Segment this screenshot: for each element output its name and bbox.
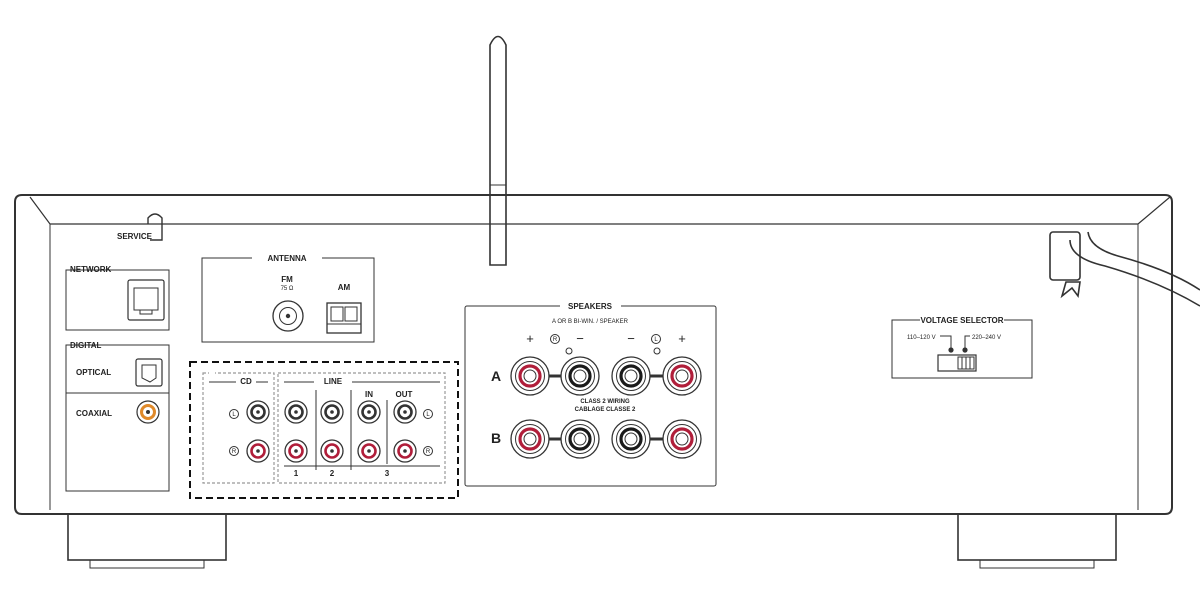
cd-left-channel-marker: L bbox=[229, 409, 239, 419]
speaker-a-right-positive-terminal[interactable] bbox=[510, 356, 550, 396]
right-foot bbox=[957, 513, 1117, 569]
am-antenna-terminal[interactable] bbox=[326, 302, 362, 334]
voltage-110-label: 110–120 V bbox=[907, 335, 936, 341]
antenna-label: ANTENNA bbox=[267, 254, 306, 263]
cd-right-jack[interactable] bbox=[246, 439, 270, 463]
speaker-left-channel-marker: L bbox=[651, 334, 661, 344]
optical-port[interactable] bbox=[135, 358, 163, 387]
line1-left-jack[interactable] bbox=[284, 400, 308, 424]
fm-label: FM bbox=[281, 275, 293, 284]
minus-sign-right: − bbox=[576, 331, 584, 346]
optical-label: OPTICAL bbox=[76, 368, 111, 377]
service-label: SERVICE bbox=[117, 232, 153, 241]
svg-text:R: R bbox=[553, 337, 558, 343]
speakers-label: SPEAKERS bbox=[568, 302, 613, 311]
analog-inputs-section: CD LINE IN OUT 1 2 3 L R L R bbox=[189, 361, 459, 499]
line2-right-jack[interactable] bbox=[320, 439, 344, 463]
line-3-label: 3 bbox=[385, 469, 390, 478]
svg-text:R: R bbox=[232, 449, 237, 455]
ethernet-port[interactable] bbox=[127, 279, 165, 321]
am-label: AM bbox=[338, 283, 351, 292]
voltage-selector-section: VOLTAGE SELECTOR 110–120 V 220–240 V bbox=[891, 315, 1033, 379]
line-label: LINE bbox=[324, 377, 343, 386]
network-section: NETWORK bbox=[65, 265, 170, 331]
line3-out-right-jack[interactable] bbox=[393, 439, 417, 463]
cd-left-jack[interactable] bbox=[246, 400, 270, 424]
svg-text:L: L bbox=[426, 412, 430, 418]
speaker-b-right-negative-terminal[interactable] bbox=[560, 419, 600, 459]
line-in-label: IN bbox=[365, 390, 373, 399]
antenna-section: ANTENNA FM 75 Ω AM bbox=[201, 253, 375, 343]
line2-left-jack[interactable] bbox=[320, 400, 344, 424]
svg-text:L: L bbox=[232, 412, 236, 418]
power-cord bbox=[1049, 231, 1200, 307]
line-1-label: 1 bbox=[294, 469, 299, 478]
minus-sign-left: − bbox=[627, 331, 635, 346]
bridge-indicator-left bbox=[653, 347, 661, 355]
speaker-right-channel-marker: R bbox=[550, 334, 560, 344]
svg-text:L: L bbox=[654, 337, 658, 343]
coaxial-label: COAXIAL bbox=[76, 409, 112, 418]
line3-out-left-jack[interactable] bbox=[393, 400, 417, 424]
plus-sign-right: + bbox=[526, 331, 534, 346]
speakers-bi-wire-label: A OR B BI-WIN. / SPEAKER bbox=[552, 319, 629, 325]
fm-antenna-jack[interactable] bbox=[272, 300, 304, 332]
speaker-a-label: A bbox=[491, 368, 501, 384]
voltage-selector-switch[interactable] bbox=[937, 354, 977, 372]
bridge-indicator-right bbox=[565, 347, 573, 355]
line3-in-right-jack[interactable] bbox=[357, 439, 381, 463]
left-foot bbox=[67, 513, 227, 569]
speaker-a-right-negative-terminal[interactable] bbox=[560, 356, 600, 396]
coaxial-port[interactable] bbox=[136, 400, 160, 424]
line-left-channel-marker: L bbox=[423, 409, 433, 419]
speaker-b-left-negative-terminal[interactable] bbox=[611, 419, 651, 459]
voltage-220-label: 220–240 V bbox=[972, 335, 1001, 341]
service-port[interactable]: SERVICE bbox=[117, 213, 163, 241]
line-out-label: OUT bbox=[396, 390, 413, 399]
chassis-outline bbox=[14, 194, 1173, 515]
line-right-channel-marker: R bbox=[423, 446, 433, 456]
fm-impedance-label: 75 Ω bbox=[281, 286, 294, 292]
speakers-section: SPEAKERS A OR B BI-WIN. / SPEAKER + − − … bbox=[464, 301, 717, 487]
cd-right-channel-marker: R bbox=[229, 446, 239, 456]
voltage-selector-label: VOLTAGE SELECTOR bbox=[920, 316, 1003, 325]
line-2-label: 2 bbox=[330, 469, 335, 478]
digital-section: DIGITAL OPTICAL COAXIAL bbox=[65, 341, 170, 492]
line1-right-jack[interactable] bbox=[284, 439, 308, 463]
class2-cablage-label: CABLAGE CLASSE 2 bbox=[575, 407, 636, 413]
class2-wiring-label: CLASS 2 WIRING bbox=[580, 399, 630, 405]
svg-text:R: R bbox=[426, 449, 431, 455]
speaker-b-left-positive-terminal[interactable] bbox=[662, 419, 702, 459]
wireless-antenna bbox=[489, 35, 507, 266]
plus-sign-left: + bbox=[678, 331, 686, 346]
speaker-b-right-positive-terminal[interactable] bbox=[510, 419, 550, 459]
line3-in-left-jack[interactable] bbox=[357, 400, 381, 424]
speaker-a-left-negative-terminal[interactable] bbox=[611, 356, 651, 396]
digital-label: DIGITAL bbox=[70, 341, 102, 350]
network-label: NETWORK bbox=[70, 265, 112, 274]
cd-label: CD bbox=[240, 377, 252, 386]
speaker-a-left-positive-terminal[interactable] bbox=[662, 356, 702, 396]
speaker-b-label: B bbox=[491, 430, 501, 446]
